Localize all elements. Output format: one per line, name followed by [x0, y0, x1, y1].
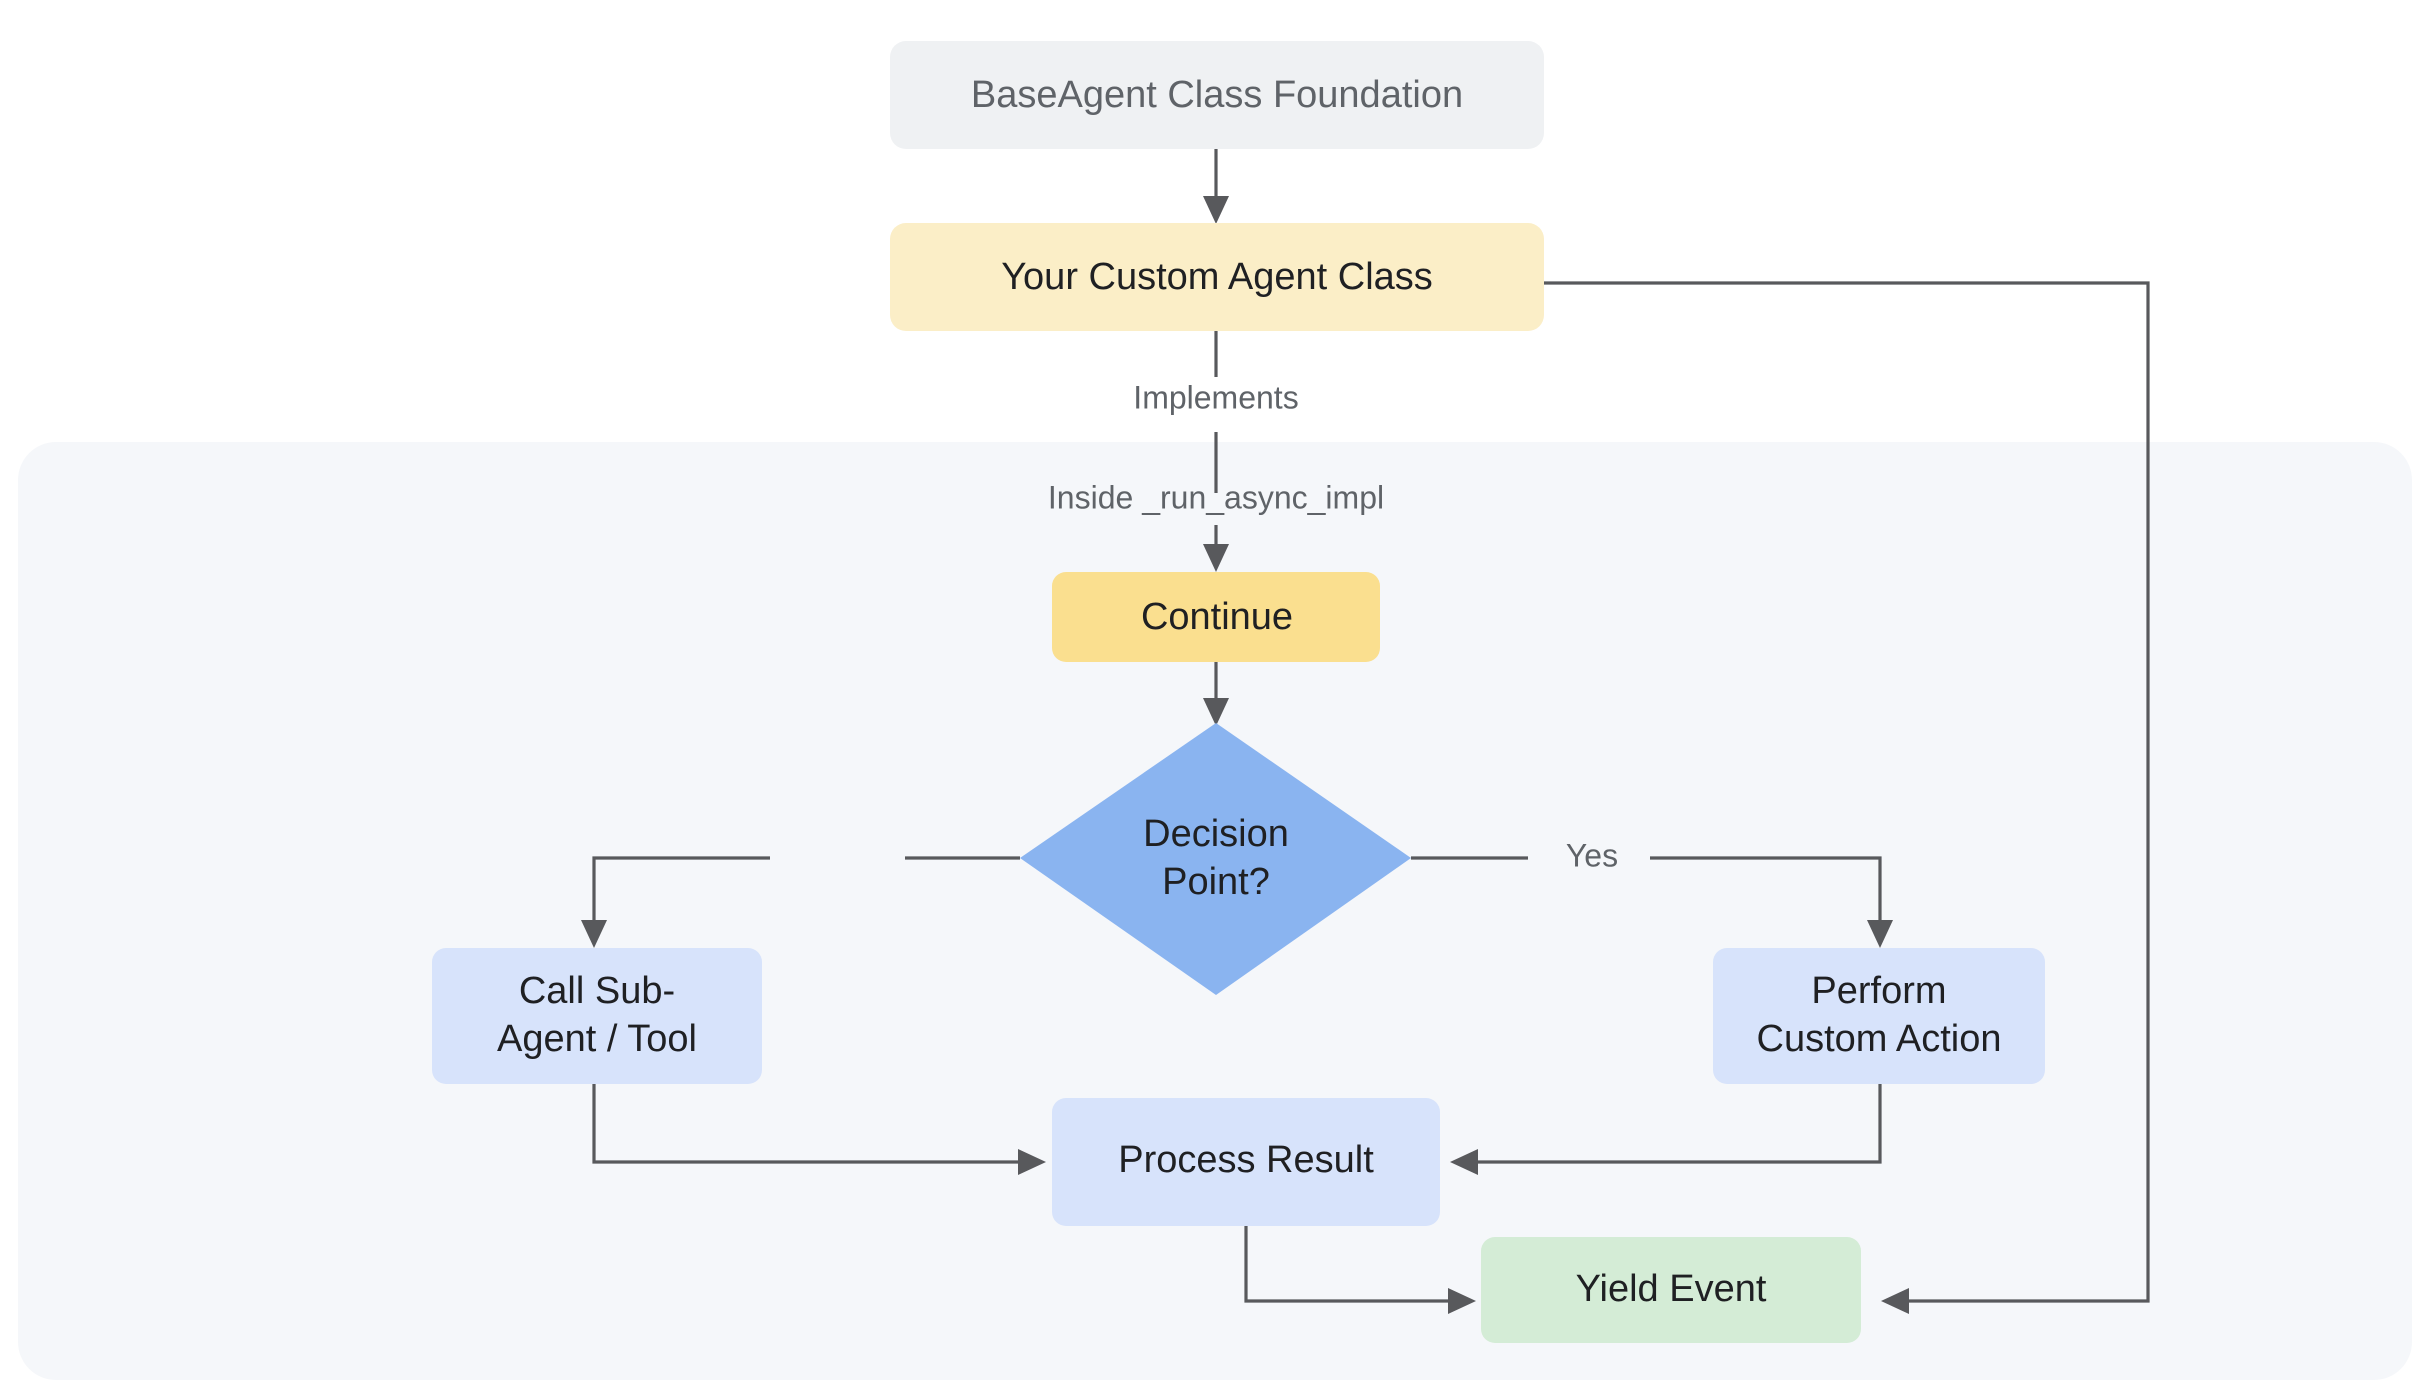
node-continue[interactable]: Continue [1052, 572, 1380, 662]
edge-base-agent-to-custom-agent [1203, 149, 1229, 224]
edge-custom-agent-to-continue [1203, 331, 1229, 572]
edge-label-no: Yes [1566, 837, 1618, 873]
node-custom-agent-label: Your Custom Agent Class [1001, 256, 1433, 298]
node-call-sub-agent-label-line2: Agent / Tool [497, 1018, 697, 1060]
node-yield-event-box[interactable] [1481, 1237, 1861, 1343]
node-yield-event-label: Yield Event [1576, 1268, 1767, 1310]
node-call-sub-agent-box[interactable] [432, 948, 762, 1084]
edge-label-inside-run-async-impl: Inside _run_async_impl [1048, 479, 1384, 515]
node-yield-event[interactable]: Yield Event [1481, 1237, 1861, 1343]
node-base-agent[interactable]: BaseAgent Class Foundation [890, 41, 1544, 149]
node-continue-label: Continue [1141, 596, 1293, 638]
node-process-result[interactable]: Process Result [1052, 1098, 1440, 1226]
edge-custom-agent-to-yield-event [1544, 281, 2150, 1314]
edge-call-sub-agent-to-process-result [592, 1084, 1046, 1175]
node-call-sub-agent[interactable]: Call Sub- Agent / Tool [432, 948, 762, 1084]
edge-process-result-to-yield-event [1244, 1226, 1476, 1314]
node-decision-point-label-line2: Point? [1162, 861, 1270, 903]
node-decision-point-diamond[interactable] [1020, 723, 1411, 995]
edge-label-implements: Implements [1133, 379, 1298, 415]
node-custom-agent[interactable]: Your Custom Agent Class [890, 223, 1544, 331]
edges-layer [581, 149, 2150, 1314]
node-call-sub-agent-label-line1: Call Sub- [519, 970, 675, 1012]
node-perform-custom-action-label-line1: Perform [1811, 970, 1946, 1012]
node-decision-point-label-line1: Decision [1143, 813, 1289, 855]
node-perform-custom-action-label-line2: Custom Action [1757, 1018, 2002, 1060]
edge-perform-custom-action-to-process-result [1450, 1084, 1882, 1175]
node-process-result-label: Process Result [1118, 1139, 1374, 1181]
edge-decision-to-perform-custom-action [1411, 856, 1893, 948]
node-perform-custom-action-box[interactable] [1713, 948, 2045, 1084]
node-perform-custom-action[interactable]: Perform Custom Action [1713, 948, 2045, 1084]
edge-decision-to-call-sub-agent [581, 856, 1020, 948]
node-base-agent-box[interactable] [890, 41, 1544, 149]
node-custom-agent-box[interactable] [890, 223, 1544, 331]
node-base-agent-label: BaseAgent Class Foundation [971, 74, 1463, 116]
node-continue-box[interactable] [1052, 572, 1380, 662]
node-decision-point[interactable]: Decision Point? [1020, 723, 1411, 995]
node-process-result-box[interactable] [1052, 1098, 1440, 1226]
edge-continue-to-decision [1203, 662, 1229, 726]
